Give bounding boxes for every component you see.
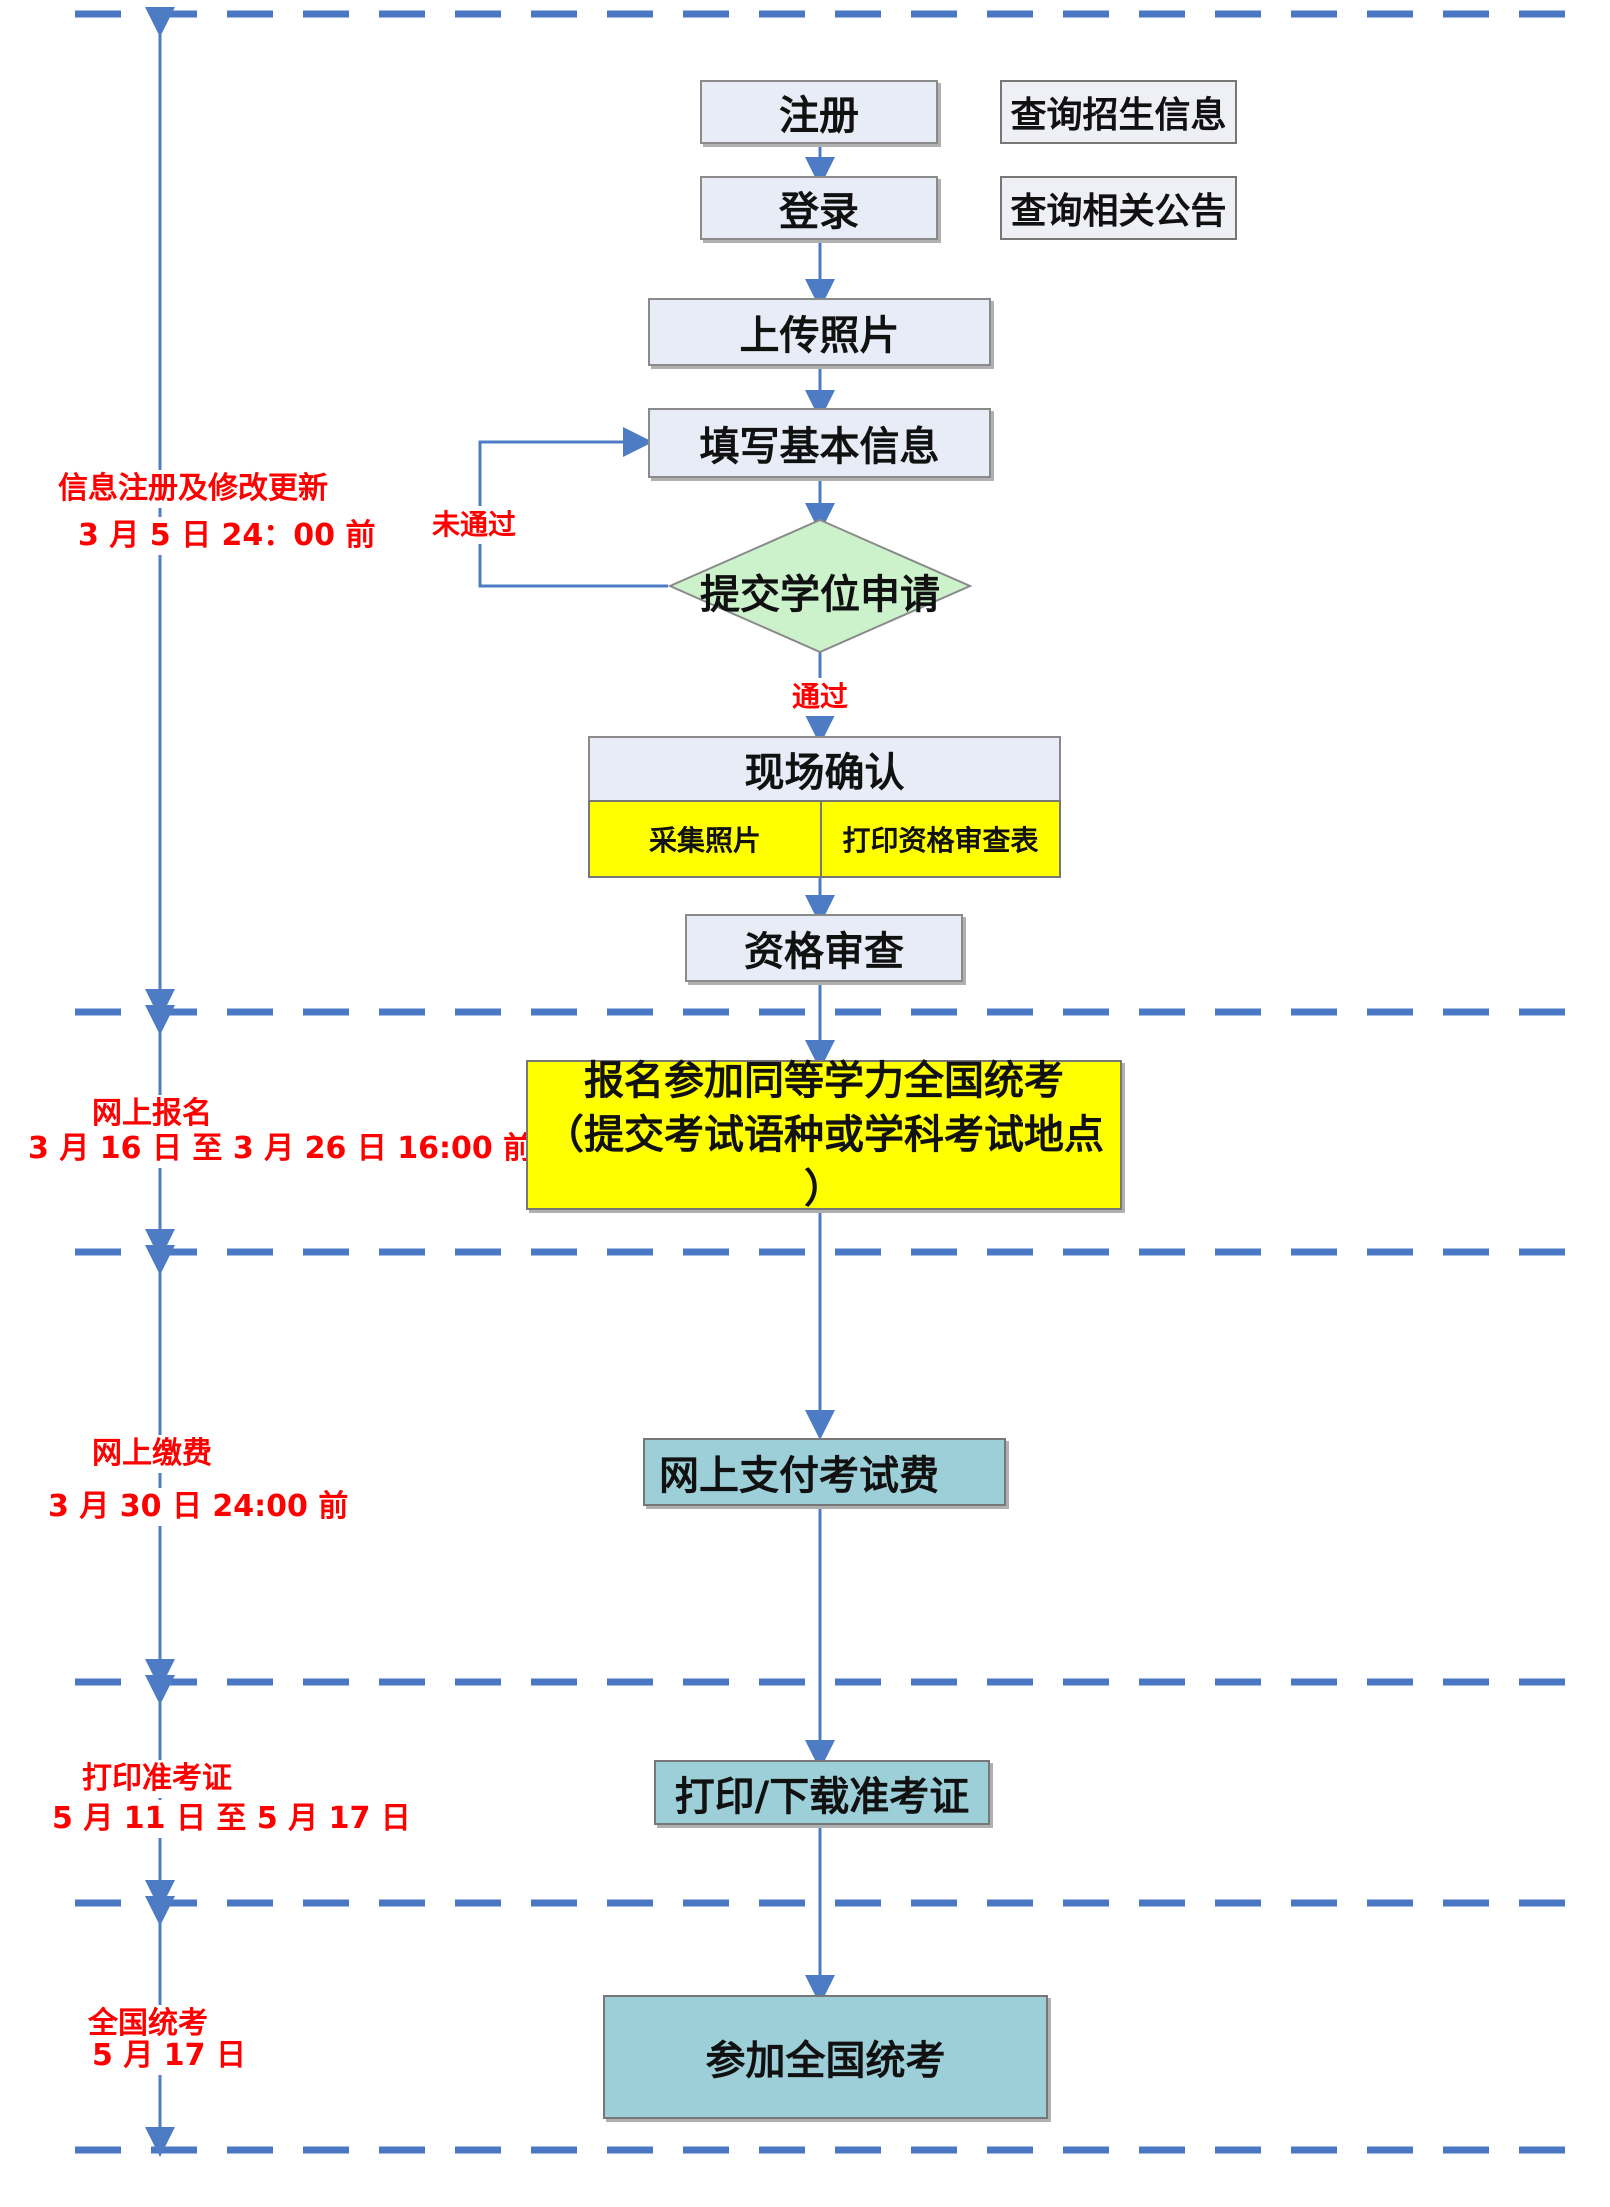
phase-1-deadline: 3 月 5 日 24：00 前 [78,517,376,555]
signup-line-1: 报名参加同等学力全国统考 [584,1058,1064,1104]
pay-fee-box: 网上支付考试费 [643,1438,1006,1506]
signup-line-2: （提交考试语种或学科考试地点 ） [544,1112,1104,1212]
print-review-form-box: 打印资格审查表 [820,800,1061,878]
phase-5-label: 全国统考 [88,2005,208,2043]
phase-3-label: 网上缴费 [92,1435,212,1473]
phase-4-label: 打印准考证 [82,1760,232,1798]
not-passed-label: 未通过 [432,506,517,544]
login-box: 登录 [700,176,938,240]
qualification-review-box: 资格审查 [685,914,963,982]
register-box: 注册 [700,80,938,144]
submit-application-label: 提交学位申请 [700,572,940,618]
collect-photo-box: 采集照片 [588,800,822,878]
passed-label: 通过 [792,678,849,716]
onsite-confirm-box: 现场确认 [588,736,1061,802]
print-ticket-box: 打印/下载准考证 [654,1760,990,1825]
phase-separators [75,10,1570,2154]
take-exam-box: 参加全国统考 [603,1995,1048,2119]
query-admission-box: 查询招生信息 [1000,80,1237,144]
phase-2-deadline: 3 月 16 日 至 3 月 26 日 16:00 前 [28,1130,534,1168]
query-notice-box: 查询相关公告 [1000,176,1237,240]
phase-5-deadline: 5 月 17 日 [92,2037,246,2075]
phase-3-deadline: 3 月 30 日 24:00 前 [48,1488,349,1526]
fill-info-box: 填写基本信息 [648,408,991,478]
phase-4-deadline: 5 月 11 日 至 5 月 17 日 [52,1800,411,1838]
phase-2-label: 网上报名 [92,1095,212,1133]
upload-photo-box: 上传照片 [648,298,991,366]
phase-1-label: 信息注册及修改更新 [58,470,328,508]
submit-application-diamond [667,518,973,654]
signup-box: 报名参加同等学力全国统考 （提交考试语种或学科考试地点 ） [526,1058,1122,1212]
